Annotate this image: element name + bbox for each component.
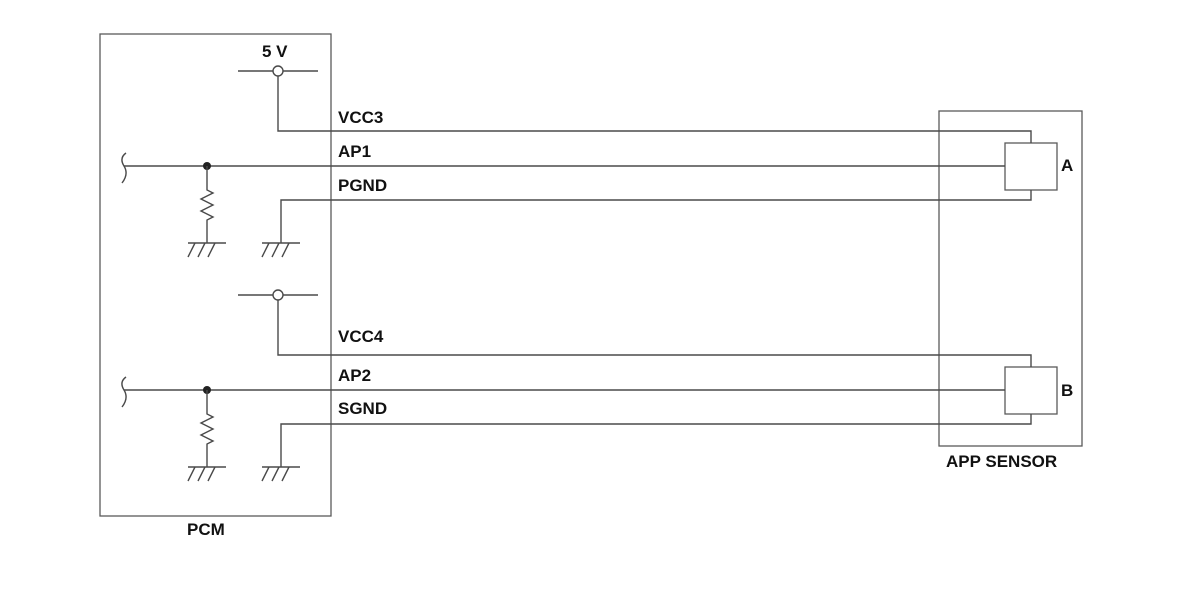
app-sensor-box xyxy=(938,110,1083,447)
vcc3-label: VCC3 xyxy=(338,108,383,127)
supply-terminal-2 xyxy=(272,289,284,301)
element-b-label: B xyxy=(1061,381,1073,400)
element-a-label: A xyxy=(1061,156,1073,175)
supply-voltage-label: 5 V xyxy=(262,42,288,61)
ground-symbol-3 xyxy=(187,466,226,482)
ap1-break-symbol xyxy=(121,152,127,184)
resistor-1 xyxy=(199,166,215,243)
sensor-element-b xyxy=(1004,366,1058,415)
ap2-label: AP2 xyxy=(338,366,371,385)
ground-symbol-1 xyxy=(187,242,226,258)
sensor-element-a xyxy=(1004,142,1058,191)
vcc3-wire xyxy=(277,76,1032,143)
vcc4-label: VCC4 xyxy=(338,327,384,346)
ap2-break-symbol xyxy=(121,376,127,408)
pgnd-wire xyxy=(280,190,1032,243)
resistor-2 xyxy=(199,390,215,467)
ground-symbol-4 xyxy=(261,466,300,482)
circuit-1 xyxy=(121,65,1032,258)
sgnd-wire xyxy=(280,414,1032,467)
pcm-box xyxy=(99,33,332,517)
ground-symbol-2 xyxy=(261,242,300,258)
circuit-2 xyxy=(121,289,1032,482)
pcm-label: PCM xyxy=(187,520,225,539)
supply-terminal-1 xyxy=(272,65,284,77)
ap1-label: AP1 xyxy=(338,142,371,161)
pgnd-label: PGND xyxy=(338,176,387,195)
vcc4-wire xyxy=(277,300,1032,367)
app-sensor-label: APP SENSOR xyxy=(946,452,1057,471)
sgnd-label: SGND xyxy=(338,399,387,418)
